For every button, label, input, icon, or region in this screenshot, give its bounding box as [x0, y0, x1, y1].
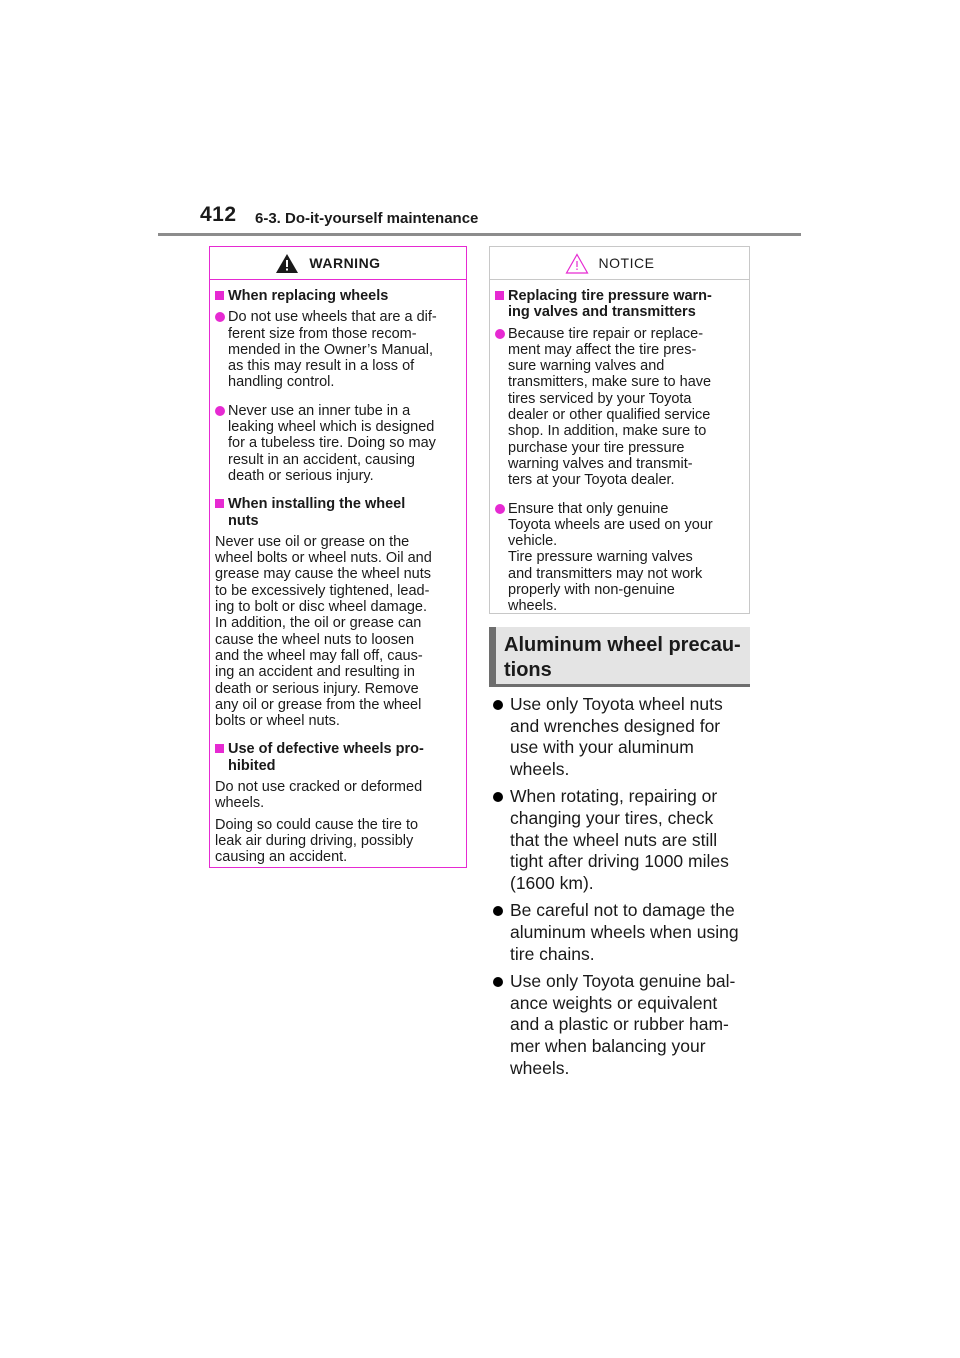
warning-triangle-icon	[276, 253, 299, 273]
header-rule	[158, 233, 801, 236]
notice-box: NOTICE Replacing tire pressure warn- ing…	[489, 246, 750, 614]
warning-subheading: When replacing wheels	[215, 288, 461, 304]
warning-subheading: When installing the wheel nuts	[215, 496, 461, 529]
warning-title: WARNING	[309, 255, 381, 271]
section-title: 6-3. Do-it-yourself maintenance	[255, 210, 479, 227]
warning-header: WARNING	[210, 247, 466, 280]
aluminum-list: Use only Toyota wheel nuts and wrenches …	[492, 694, 750, 1085]
aluminum-heading: Aluminum wheel precau- tions	[489, 627, 750, 687]
square-bullet-icon	[215, 291, 224, 300]
bullet-dot-icon	[495, 503, 505, 514]
notice-triangle-icon	[565, 252, 589, 274]
square-bullet-icon	[495, 291, 504, 300]
warning-subheading: Use of defective wheels pro- hibited	[215, 741, 461, 774]
warning-paragraph: Doing so could cause the tire to leak ai…	[215, 816, 419, 866]
notice-title: NOTICE	[598, 255, 655, 271]
notice-bullet: Ensure that only genuine Toyota wheels a…	[495, 501, 744, 615]
warning-bullet: Do not use wheels that are a dif- ferent…	[215, 309, 461, 390]
square-bullet-icon	[215, 499, 224, 509]
list-item: When rotating, repairing or changing you…	[492, 786, 750, 894]
bullet-dot-icon	[493, 792, 503, 803]
list-item: Use only Toyota genuine bal- ance weight…	[492, 971, 750, 1079]
page-number: 412	[200, 203, 237, 226]
warning-box: WARNING When replacing wheels Do not use…	[209, 246, 467, 868]
list-item: Use only Toyota wheel nuts and wrenches …	[492, 694, 750, 780]
notice-subheading: Replacing tire pressure warn- ing valves…	[495, 288, 744, 321]
bullet-dot-icon	[493, 977, 503, 988]
warning-paragraph: Never use oil or grease on the wheel bol…	[215, 533, 432, 730]
square-bullet-icon	[215, 744, 224, 754]
bullet-dot-icon	[215, 312, 225, 323]
bullet-dot-icon	[215, 405, 225, 416]
bullet-dot-icon	[493, 906, 503, 917]
bullet-dot-icon	[495, 328, 505, 339]
list-item: Be careful not to damage the aluminum wh…	[492, 900, 750, 965]
warning-paragraph: Do not use cracked or deformed wheels.	[215, 779, 423, 812]
warning-bullet: Never use an inner tube in a leaking whe…	[215, 403, 461, 484]
notice-bullet: Because tire repair or replace- ment may…	[495, 326, 744, 489]
notice-header: NOTICE	[490, 247, 749, 280]
bullet-dot-icon	[493, 700, 503, 710]
